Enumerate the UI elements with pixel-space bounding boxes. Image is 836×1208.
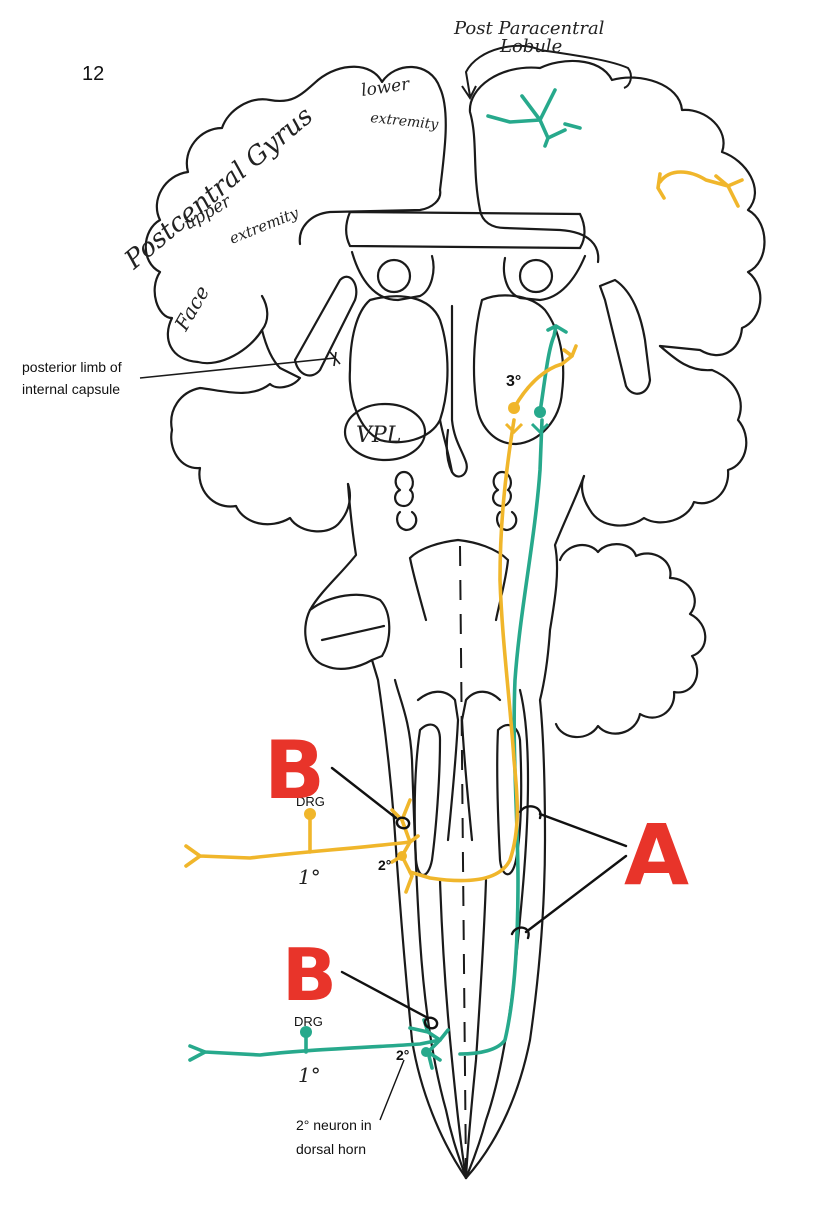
a-upper-ring [520, 806, 541, 818]
right-hemisphere-inner [480, 210, 598, 262]
dorsal-horn-label-2: dorsal horn [296, 1141, 366, 1157]
right-internal-capsule [600, 280, 650, 394]
second-order-yellow-label: 2° [378, 857, 391, 873]
lower-extremity-label: extremity [370, 110, 440, 133]
midline [460, 546, 466, 1178]
teal-third-order-soma [534, 406, 546, 418]
yellow-medial-lemniscus [410, 420, 517, 881]
page-number: 12 [82, 63, 104, 85]
upper-extremity-label: extremity [227, 204, 302, 248]
posterior-limb-pointer [140, 352, 340, 378]
cerebral-peduncles [410, 540, 508, 620]
left-small-bump [397, 512, 416, 530]
right-hemisphere-outline [470, 61, 765, 355]
a-pointer-lower [526, 856, 626, 932]
yellow-primary-afferent [186, 842, 410, 866]
left-temporal-lobe [171, 330, 350, 531]
left-mammillary [395, 472, 413, 506]
first-order-yellow-label: 1° [298, 865, 321, 889]
teal-second-order-soma [421, 1047, 431, 1057]
first-order-teal-label: 1° [298, 1063, 321, 1087]
b-upper-pointer [332, 768, 396, 818]
yellow-cortical-terminal [658, 172, 742, 206]
yellow-third-order-soma [508, 402, 520, 414]
spinal-cord-left [440, 880, 466, 1178]
right-fornix [520, 260, 552, 292]
posterior-limb-label-2: internal capsule [22, 381, 120, 397]
third-ventricle-wall [440, 420, 452, 472]
dorsal-horn-label-1: 2° neuron in [296, 1117, 372, 1133]
dorsal-horn-pointer [380, 1060, 404, 1120]
cerebellum [556, 544, 705, 737]
brainstem-outline-left [305, 484, 466, 1178]
marker-b-lower: B [282, 933, 337, 1017]
third-ventricle [447, 306, 467, 477]
left-fornix [378, 260, 410, 292]
vpl-label: VPL [356, 423, 401, 448]
third-order-label: 3° [506, 373, 521, 390]
right-temporal-lobe [582, 346, 746, 526]
lobule-label: Lobule [499, 36, 562, 57]
left-peduncle-line [322, 626, 384, 640]
second-order-teal-label: 2° [396, 1047, 409, 1063]
marker-b-upper: B [264, 724, 325, 817]
pyramid-left [418, 692, 458, 840]
marker-a: A [624, 806, 689, 904]
olive-left [415, 725, 440, 875]
pyramid-right [462, 692, 500, 840]
teal-cortical-terminal [488, 90, 580, 146]
left-hemisphere-inner [300, 190, 440, 244]
posterior-limb-label-1: posterior limb of [22, 359, 122, 375]
lower-label: lower [360, 74, 412, 101]
yellow-second-order-soma [397, 851, 407, 861]
b-lower-pointer [342, 972, 428, 1018]
a-pointer-upper [540, 814, 626, 846]
left-thalamus [350, 296, 448, 442]
face-label: Face [169, 281, 214, 335]
